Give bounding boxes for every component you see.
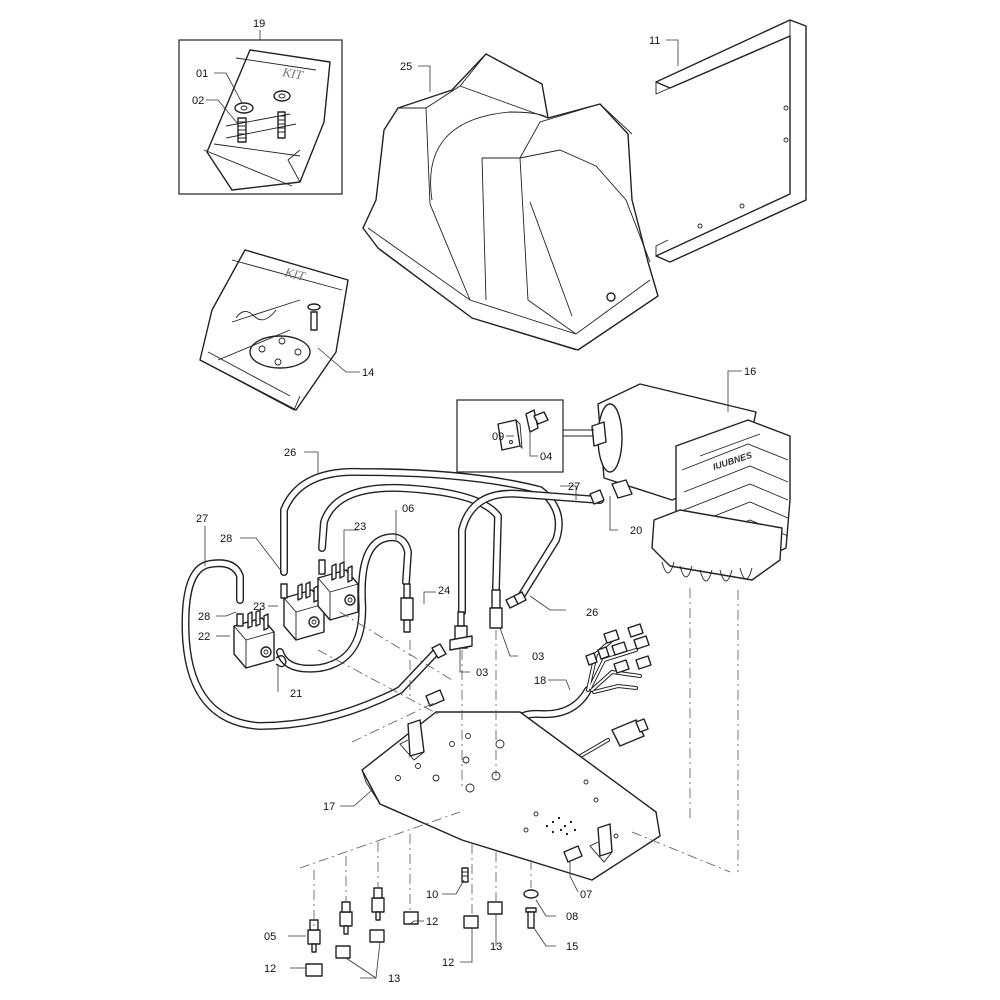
label-16: 16 — [744, 366, 756, 378]
kit-19-text: KIT — [280, 64, 304, 83]
small-parts-bottom — [305, 867, 539, 977]
label-06: 06 — [402, 503, 414, 515]
label-28a: 28 — [220, 533, 232, 545]
label-28b: 28 — [198, 611, 210, 623]
label-23b: 23 — [253, 601, 265, 613]
label-21: 21 — [290, 688, 302, 700]
base-plate-17 — [361, 689, 661, 881]
tubes — [181, 467, 604, 744]
label-14: 14 — [362, 367, 374, 379]
leader-lines — [204, 30, 742, 979]
label-22: 22 — [198, 631, 210, 643]
cover-25 — [362, 53, 659, 351]
label-13b: 13 — [490, 941, 502, 953]
label-27a: 27 — [196, 513, 208, 525]
label-01: 01 — [196, 68, 208, 80]
label-25: 25 — [400, 61, 412, 73]
bracket-11 — [655, 19, 807, 263]
label-13a: 13 — [388, 973, 400, 985]
fittings — [400, 479, 633, 659]
label-03b: 03 — [532, 651, 544, 663]
label-17: 17 — [323, 801, 335, 813]
label-20: 20 — [630, 525, 642, 537]
label-03a: 03 — [476, 667, 488, 679]
compressor-16: IUUBNES — [591, 383, 791, 582]
label-23a: 23 — [354, 521, 366, 533]
label-12c: 12 — [442, 957, 454, 969]
label-07: 07 — [580, 889, 592, 901]
label-24: 24 — [438, 585, 450, 597]
label-11: 11 — [649, 35, 660, 47]
label-12a: 12 — [264, 963, 276, 975]
label-18: 18 — [534, 675, 546, 687]
assembly-lines — [299, 588, 739, 930]
inset-09-04-box — [456, 399, 594, 473]
label-04: 04 — [540, 451, 552, 463]
label-19: 19 — [253, 18, 265, 30]
label-10: 10 — [426, 889, 438, 901]
label-26a: 26 — [284, 447, 296, 459]
kit-14: KIT — [199, 249, 349, 411]
solenoid-valves — [233, 559, 359, 669]
label-12b: 12 — [426, 916, 438, 928]
label-08: 08 — [566, 911, 578, 923]
kit-14-text: KIT — [282, 264, 307, 284]
label-02: 02 — [192, 95, 204, 107]
label-09: 09 — [492, 431, 504, 443]
label-26b: 26 — [586, 607, 598, 619]
kit-19-box: KIT — [178, 39, 343, 195]
wiring-harness-18 — [558, 623, 652, 770]
label-27b: 27 — [568, 481, 580, 493]
label-05: 05 — [264, 931, 276, 943]
part-labels: 19 01 02 11 25 14 16 09 04 26 27 20 27 2… — [192, 18, 756, 985]
label-15: 15 — [566, 941, 578, 953]
